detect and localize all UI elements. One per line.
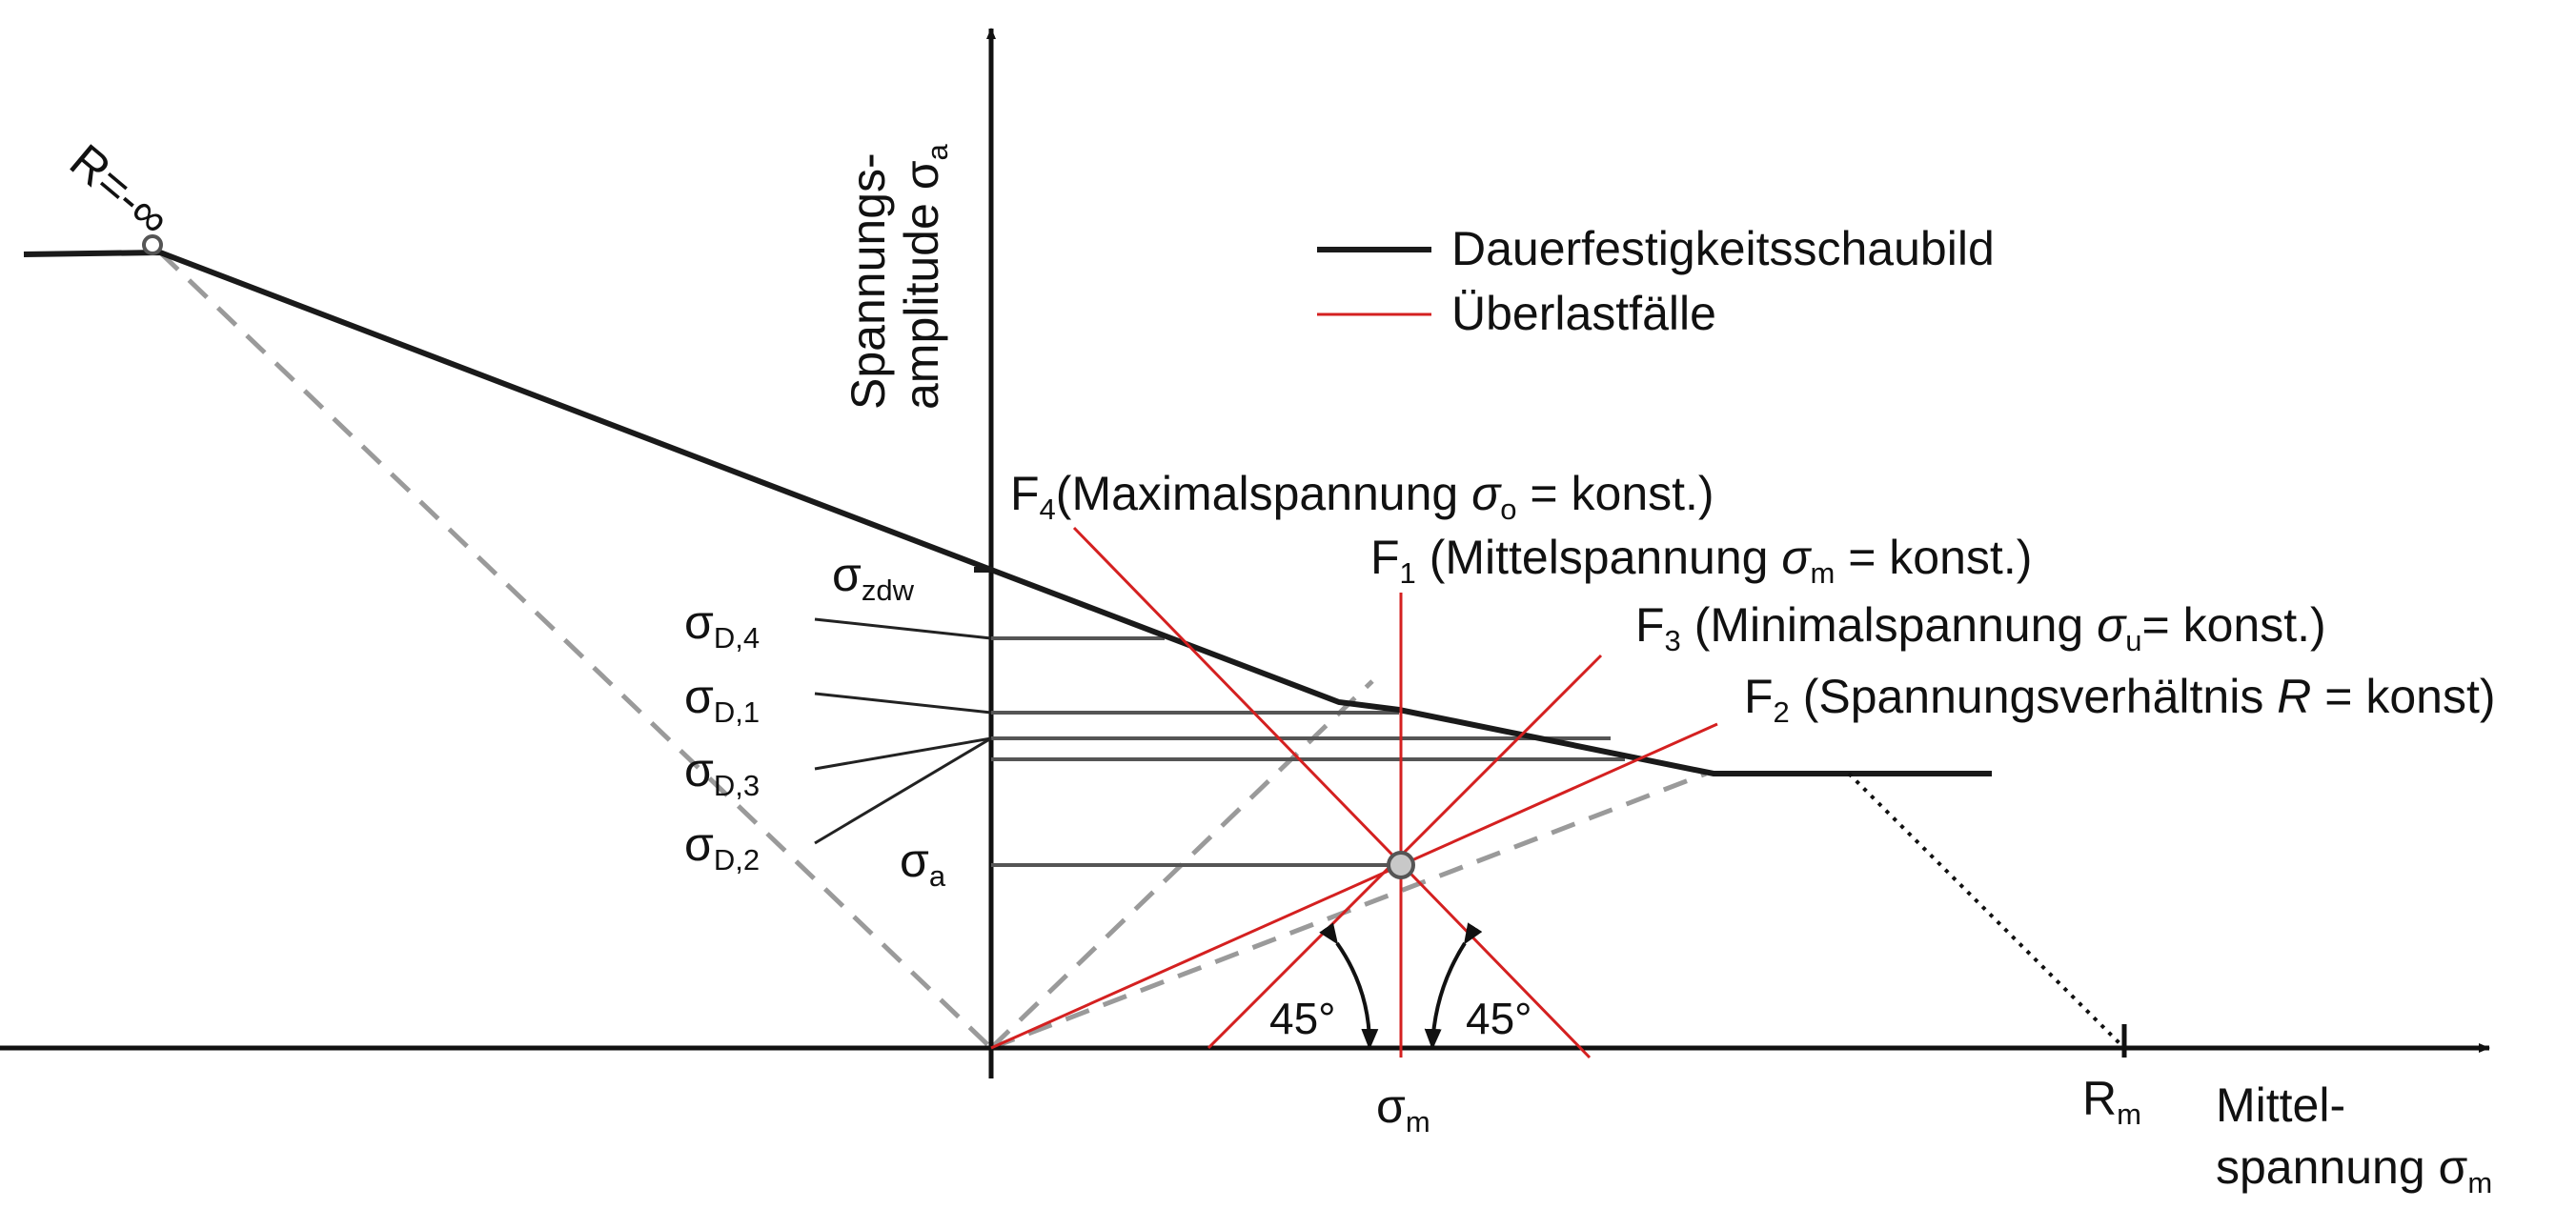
- angle-label-left: 45°: [1269, 994, 1336, 1043]
- x-axis-label-sub: m: [2467, 1166, 2492, 1199]
- sigma-d2-sub: D,2: [714, 843, 760, 876]
- level-lines: [991, 636, 1625, 867]
- case-label-f2: F2 (Spannungsverhältnis R = konst): [1744, 670, 2495, 729]
- sigma-m-sub: m: [1406, 1105, 1430, 1138]
- y-axis-label-sub: a: [921, 143, 954, 160]
- svg-text:σzdw: σzdw: [832, 548, 915, 607]
- sigma-zdw-label: σ: [832, 548, 862, 601]
- sigma-d4-label: σ: [684, 595, 714, 649]
- legend: Dauerfestigkeitsschaubild Überlastfälle: [1317, 222, 1995, 340]
- dashed-line-to-plateau: [990, 771, 1707, 1051]
- y-axis-label-line2: amplitude σ: [895, 160, 948, 410]
- svg-text:σa: σa: [900, 834, 946, 893]
- overload-line-f4: [1072, 526, 1592, 1059]
- sigma-d3-sub: D,3: [714, 769, 760, 802]
- leader-d4: [814, 617, 992, 640]
- axes: [0, 28, 2490, 1078]
- svg-text:σD,3: σD,3: [684, 743, 760, 802]
- sigma-d4-sub: D,4: [714, 621, 760, 655]
- y-axis-label: Spannungs- amplitude σa: [842, 143, 954, 410]
- sigma-d1-label: σ: [684, 670, 714, 723]
- legend-label-schaubild: Dauerfestigkeitsschaubild: [1451, 222, 1995, 275]
- angle-arc-right: [1424, 922, 1483, 1050]
- svg-text:Rm: Rm: [2082, 1072, 2141, 1131]
- rm-label: R: [2082, 1072, 2117, 1125]
- angle-label-right: 45°: [1466, 994, 1532, 1043]
- y-axis-label-line1: Spannungs-: [842, 152, 895, 410]
- sigma-a-label: σ: [900, 834, 929, 887]
- overload-line-f2: [990, 722, 1718, 1050]
- svg-text:σm: σm: [1376, 1079, 1430, 1138]
- leader-d3: [814, 736, 992, 771]
- r-minus-inf-label: R=-∞: [60, 134, 180, 247]
- x-axis-label-line1: Mittel-: [2216, 1078, 2345, 1132]
- overload-lines: [990, 526, 1718, 1059]
- sigma-d1-sub: D,1: [714, 695, 760, 729]
- angle-marks: [1319, 922, 1483, 1050]
- svg-text:σD,4: σD,4: [684, 595, 760, 655]
- svg-text:σD,2: σD,2: [684, 817, 760, 876]
- leader-d2: [814, 736, 992, 845]
- case-label-f3: F3 (Minimalspannung σu= konst.): [1635, 598, 2326, 657]
- sigma-d3-label: σ: [684, 743, 714, 796]
- case-label-f4: F4(Maximalspannung σo = konst.): [1010, 467, 1714, 526]
- leader-d1: [814, 692, 992, 715]
- svg-text:spannung σm: spannung σm: [2216, 1140, 2492, 1199]
- sigma-d2-label: σ: [684, 817, 714, 871]
- operating-point: [1387, 851, 1415, 879]
- rm-dotted-line: [1847, 772, 2126, 1050]
- sigma-a-sub: a: [929, 859, 946, 893]
- svg-text:σD,1: σD,1: [684, 670, 760, 729]
- svg-text:amplitude σa: amplitude σa: [895, 143, 954, 410]
- rm-sub: m: [2117, 1098, 2141, 1131]
- dashed-line-r-minus-inf: [158, 251, 993, 1050]
- angle-arc-left: [1319, 922, 1379, 1050]
- svg-text:Spannungs-: Spannungs-: [842, 152, 895, 410]
- sigma-m-label: σ: [1376, 1079, 1406, 1133]
- r-minus-inf-point: [142, 234, 163, 255]
- case-label-f1: F1 (Mittelspannung σm = konst.): [1370, 531, 2032, 590]
- sigma-zdw-sub: zdw: [862, 574, 915, 607]
- schaubild-curve: [23, 249, 1992, 776]
- leader-lines: [814, 617, 992, 845]
- legend-label-ueberlast: Überlastfälle: [1451, 287, 1716, 340]
- x-axis-label-line2: spannung σ: [2216, 1140, 2468, 1194]
